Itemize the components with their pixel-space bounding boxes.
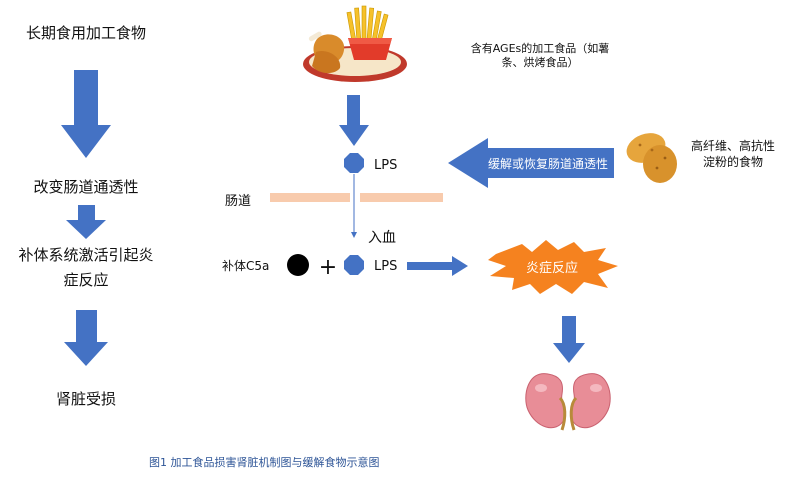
flow-step-gut-permeability: 改变肠道通透性: [33, 178, 138, 196]
flow-step-processed-food: 长期食用加工食物: [26, 24, 146, 42]
flow-arrow-2: [66, 205, 106, 239]
relief-arrow: [448, 138, 614, 188]
lps-octagon-bottom: [344, 255, 364, 275]
processed-food-label-line2: 条、烘烤食品）: [502, 55, 579, 69]
plus-sign: +: [319, 255, 337, 280]
flow-step-complement-line1: 补体系统激活引起炎: [18, 246, 153, 264]
lps-top-label: LPS: [374, 158, 397, 173]
inflammation-to-kidney-arrow: [553, 316, 585, 363]
lps-octagon-top: [344, 153, 364, 173]
lps-to-inflammation-arrow: [407, 256, 468, 276]
flow-step-complement-line2: 症反应: [63, 271, 108, 289]
complement-c5a-dot: [287, 254, 309, 276]
relief-arrow-text: 缓解或恢复肠道通透性: [488, 157, 608, 171]
gut-barrier-right: [360, 193, 443, 202]
potato-label-line2: 淀粉的食物: [703, 154, 763, 169]
food-to-lps-arrow: [339, 95, 369, 146]
kidney-icon: [525, 373, 611, 431]
flow-step-kidney-damage: 肾脏受损: [56, 390, 116, 408]
lps-bottom-label: LPS: [374, 259, 397, 274]
complement-c5a-label: 补体C5a: [222, 259, 269, 273]
fried-food-icon: [303, 5, 407, 82]
inflammation-label: 炎症反应: [526, 260, 578, 276]
potato-label-line1: 高纤维、高抗性: [691, 138, 775, 153]
flow-arrow-1: [61, 70, 111, 158]
potato-icon: [626, 133, 677, 183]
inflammation-burst: [488, 240, 618, 294]
flow-arrow-3: [64, 310, 108, 366]
gut-label: 肠道: [225, 194, 251, 209]
into-blood-label: 入血: [368, 230, 396, 246]
figure-caption: 图1 加工食品损害肾脏机制图与缓解食物示意图: [149, 455, 380, 469]
processed-food-label-line1: 含有AGEs的加工食品（如薯: [471, 41, 610, 55]
gut-barrier-left: [270, 193, 350, 202]
